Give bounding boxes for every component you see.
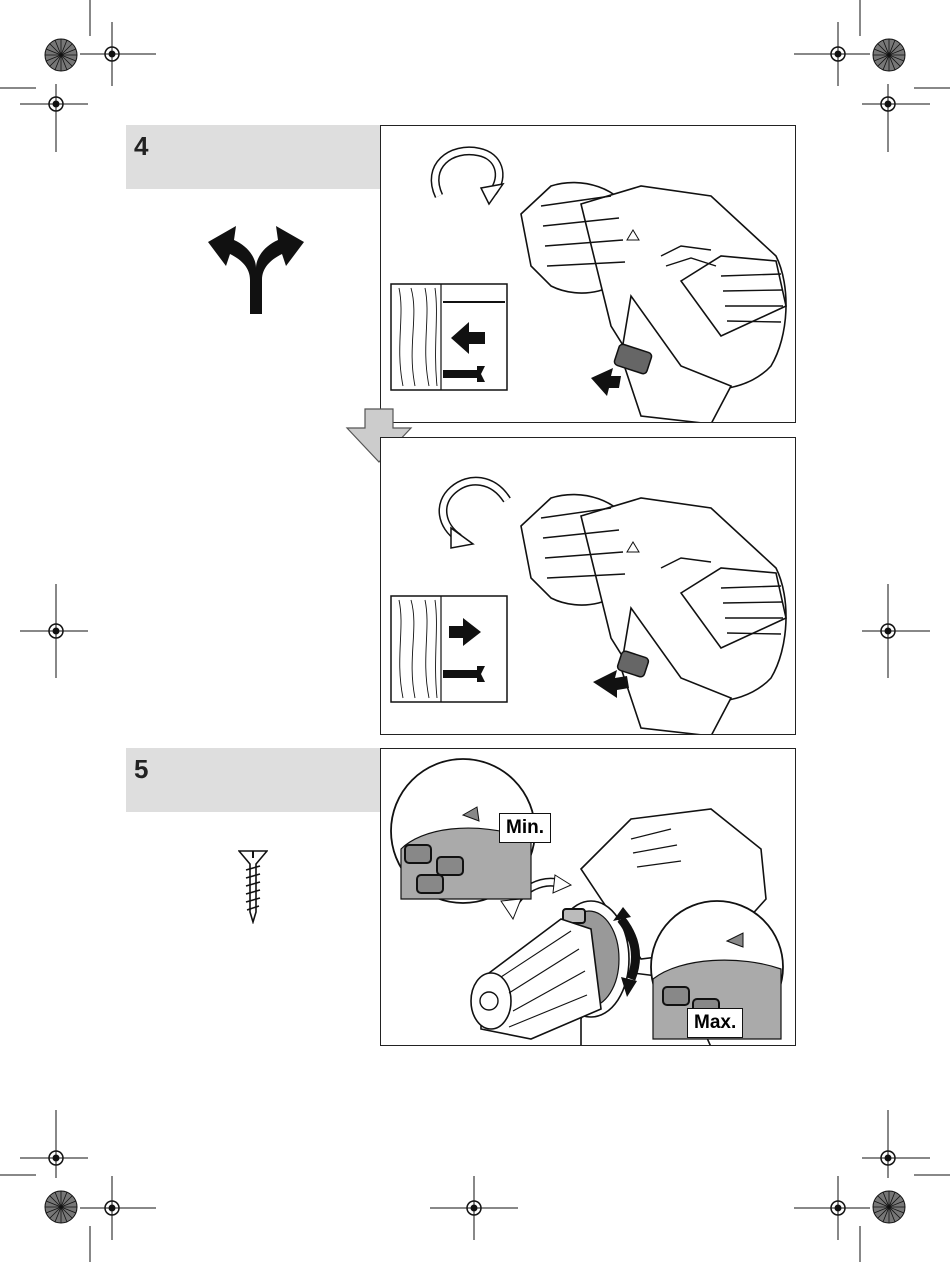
step-5-header: 5 (126, 748, 380, 812)
step-number: 4 (134, 131, 148, 162)
step-4-panel-reverse (380, 125, 796, 423)
max-label: Max. (687, 1008, 743, 1038)
min-label: Min. (499, 813, 551, 843)
step-4-panel-forward (380, 437, 796, 735)
screw-icon (238, 850, 268, 924)
direction-fork-icon (206, 222, 306, 318)
step-4-header: 4 (126, 125, 380, 189)
step-number: 5 (134, 754, 148, 785)
step-5-panel-torque: Min. Max. (380, 748, 796, 1046)
